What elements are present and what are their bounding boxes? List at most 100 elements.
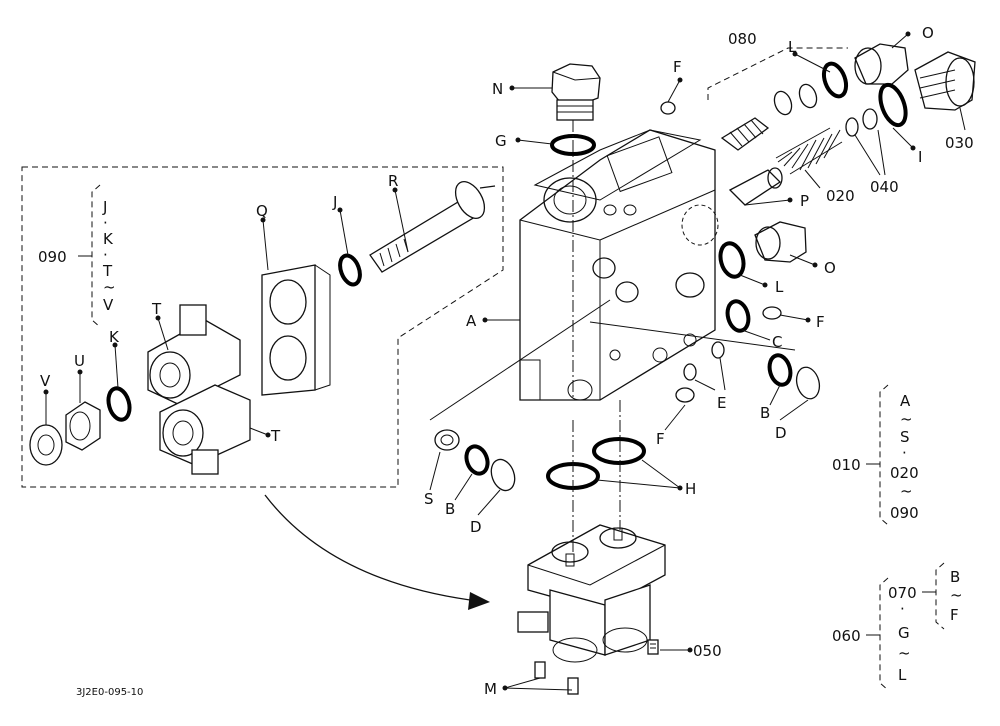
ring-e1: [711, 341, 725, 359]
callout-t-lower: T: [270, 427, 281, 445]
callout-o-lower: O: [824, 259, 836, 277]
spring-080: [720, 117, 770, 151]
callout-f-mid: F: [656, 430, 665, 448]
assembly-arrowhead: [468, 592, 490, 610]
callout-v: V: [40, 372, 51, 390]
callout-o-upper: O: [922, 24, 934, 42]
drawing-code: 3J2E0-095-10: [76, 687, 143, 698]
o-ring-l-lower: [718, 241, 746, 279]
group-010-number: 010: [832, 456, 861, 474]
group-060-item: G: [898, 624, 910, 642]
callout-i: I: [918, 148, 922, 166]
callout-l-lower: L: [775, 278, 784, 296]
shim-040a: [845, 117, 859, 137]
bolt-m2: [567, 677, 579, 695]
callout-a: A: [466, 312, 477, 330]
callout-040: 040: [870, 178, 899, 196]
plug-o-lower: [754, 221, 807, 263]
callout-q: Q: [256, 202, 268, 220]
solenoid-coil-t-upper: [147, 304, 241, 406]
cap-v: [29, 424, 63, 466]
washer-f-mid: [675, 387, 695, 403]
o-ring-b-right: [767, 353, 793, 387]
bracket-090: [91, 184, 101, 328]
snap-ring: [798, 83, 818, 109]
callout-g: G: [495, 132, 507, 150]
callout-b-right: B: [760, 404, 770, 422]
solenoid-tube-r: [369, 181, 496, 273]
callout-t-upper: T: [151, 300, 162, 318]
callout-b-left: B: [445, 500, 455, 518]
o-ring-i: [878, 82, 908, 128]
spring-020: [775, 127, 843, 175]
callout-l-upper: L: [788, 38, 797, 56]
callout-p: P: [800, 192, 809, 210]
group-090-item: V: [103, 296, 114, 314]
callout-h: H: [685, 480, 696, 498]
backup-ring-d-right: [795, 366, 821, 400]
callout-d-left: D: [470, 518, 482, 536]
plug-o-upper: [854, 43, 909, 85]
group-010-item: ·: [902, 444, 907, 462]
callout-080: 080: [728, 30, 757, 48]
group-070-number: 070: [888, 584, 917, 602]
washer-080: [773, 90, 793, 116]
subassembly-outline: [21, 166, 504, 488]
bracket-060: [879, 577, 889, 691]
group-070-item: F: [950, 606, 959, 624]
group-060-item: L: [898, 666, 907, 684]
group-090-item: J: [102, 198, 107, 216]
group-090-item: T: [102, 262, 113, 280]
poppet-p: [728, 167, 783, 206]
callout-j: J: [332, 193, 337, 211]
callout-c: C: [772, 333, 782, 351]
group-090: 090 J · K · T ~ V: [38, 198, 116, 314]
callout-030: 030: [945, 134, 974, 152]
callout-labels: N G F 080 L O I 030 040 020 P O L F C E …: [40, 24, 974, 698]
solenoid-block: [517, 524, 666, 663]
group-010-item: ~: [900, 410, 913, 428]
group-010-item: 090: [890, 504, 919, 522]
group-070-item: ~: [950, 586, 963, 604]
plate-q: [261, 264, 331, 396]
callout-e: E: [717, 394, 726, 412]
group-090-number: 090: [38, 248, 67, 266]
group-010-item: S: [900, 428, 910, 446]
group-090-item: K: [103, 230, 114, 248]
bolt-m1: [534, 661, 546, 679]
solenoid-coil-t-lower: [159, 384, 251, 475]
ring-e2: [683, 363, 697, 381]
callout-n: N: [492, 80, 503, 98]
group-010-item: A: [900, 392, 911, 410]
group-090-item: ~: [103, 278, 116, 296]
shim-040b: [862, 108, 878, 130]
group-060-number: 060: [832, 627, 861, 645]
nut-u: [65, 401, 101, 451]
o-ring-j: [338, 253, 362, 287]
bracket-010: [879, 384, 889, 526]
o-ring-l-upper: [821, 61, 849, 99]
o-ring-k: [106, 386, 132, 422]
group-010-item: 020: [890, 464, 919, 482]
callout-f-top: F: [673, 58, 682, 76]
group-060: 060 · G ~ L: [832, 600, 911, 684]
o-ring-c: [725, 299, 751, 333]
callout-u: U: [74, 352, 85, 370]
plug-n: [551, 63, 601, 121]
o-ring-b-left: [464, 444, 490, 476]
group-010: 010 A ~ S · 020 ~ 090: [832, 392, 919, 522]
callout-d-right: D: [775, 424, 787, 442]
callout-s: S: [424, 490, 434, 508]
plug-030: [914, 51, 976, 111]
assembly-arrow: [264, 494, 471, 601]
washer-f-right: [762, 306, 782, 320]
backup-ring-d-left: [490, 458, 516, 492]
callout-m: M: [484, 680, 497, 698]
washer-f-top: [660, 101, 676, 115]
group-070-item: B: [950, 568, 960, 586]
callout-r: R: [388, 172, 398, 190]
o-ring-h-right: [592, 437, 646, 465]
group-090-item: ·: [103, 214, 108, 232]
